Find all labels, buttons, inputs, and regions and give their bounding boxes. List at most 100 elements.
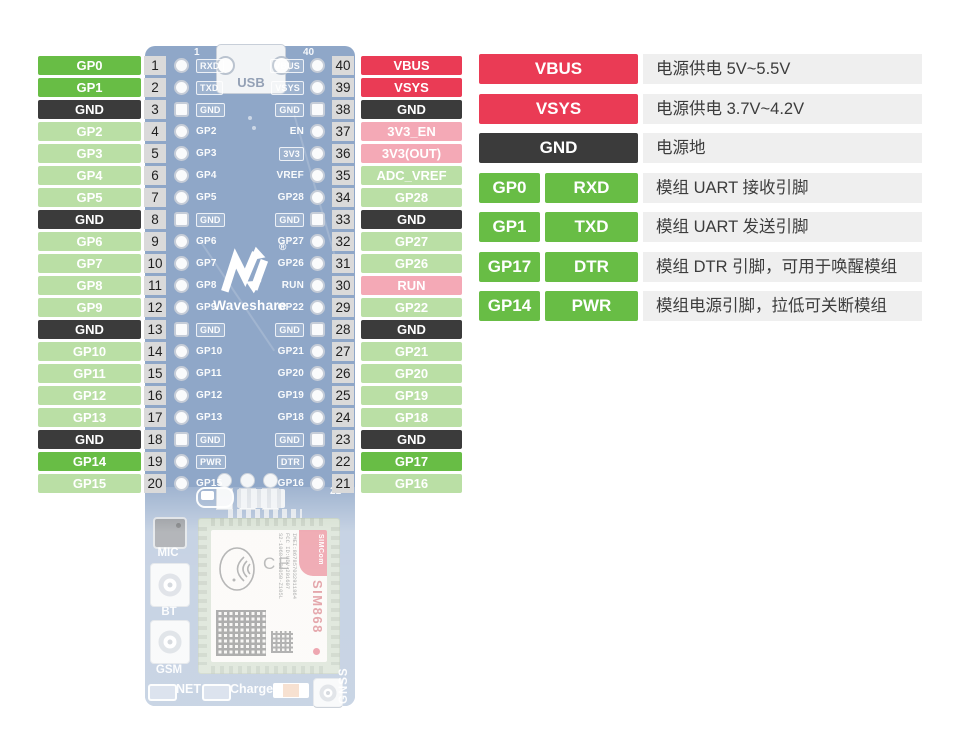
pin-label-left: GP0 xyxy=(38,56,141,75)
module-name: SIM868 xyxy=(310,580,325,634)
pin-number-left: 4 xyxy=(144,122,166,141)
pin-pad-left xyxy=(174,256,189,271)
pin-label-left: GP15 xyxy=(38,474,141,493)
silk-text: VREF xyxy=(276,170,304,181)
pin-pad-left xyxy=(174,58,189,73)
pin-number-left: 1 xyxy=(144,56,166,75)
pin-pad-right xyxy=(310,212,325,227)
mic-label: MIC xyxy=(157,547,179,559)
bt-antenna-connector xyxy=(150,563,190,607)
debug-pad-hole xyxy=(263,473,278,488)
pin-label-left: GP8 xyxy=(38,276,141,295)
silk-text: GP20 xyxy=(277,368,304,379)
pin-silk-right: GP16 xyxy=(278,474,304,493)
pin1-dot xyxy=(313,648,320,655)
charge-led xyxy=(202,684,231,701)
pin-pad-right xyxy=(310,234,325,249)
silk-text: GP2 xyxy=(196,126,217,137)
silk-text: GP4 xyxy=(196,170,217,181)
pin-number-right: 23 xyxy=(332,430,354,449)
pin40-marker: 40 xyxy=(303,47,315,58)
silk-text: EN xyxy=(289,126,304,137)
pin-number-left: 9 xyxy=(144,232,166,251)
pin-label-right: GND xyxy=(361,210,462,229)
pin-number-left: 8 xyxy=(144,210,166,229)
pin-pad-right xyxy=(310,476,325,491)
pin-pad-right xyxy=(310,190,325,205)
pin-silk-right: GP27 xyxy=(278,232,304,251)
pin-number-right: 38 xyxy=(332,100,354,119)
pin-silk-left: PWR xyxy=(196,452,226,471)
pin-pad-left xyxy=(174,410,189,425)
pin-label-right: GP28 xyxy=(361,188,462,207)
pin-pad-left xyxy=(174,476,189,491)
pin-silk-right: GP22 xyxy=(278,298,304,317)
pin-number-right: 22 xyxy=(332,452,354,471)
pin-pad-right xyxy=(310,454,325,469)
silk-text: GP21 xyxy=(277,346,304,357)
pin-label-left: GP6 xyxy=(38,232,141,251)
waveshare-logo-icon xyxy=(221,246,269,294)
pin-pad-left xyxy=(174,300,189,315)
pin-number-left: 6 xyxy=(144,166,166,185)
pin-number-left: 2 xyxy=(144,78,166,97)
pin-silk-left: GP8 xyxy=(196,276,217,295)
silk-text: GND xyxy=(275,102,304,117)
pin-number-right: 40 xyxy=(332,56,354,75)
silk-text: GP16 xyxy=(277,478,304,489)
pin-label-left: GND xyxy=(38,100,141,119)
pin-silk-right: GP26 xyxy=(278,254,304,273)
silk-text: 3V3 xyxy=(279,146,304,161)
pin-silk-right: GND xyxy=(275,100,304,119)
silk-text: GP3 xyxy=(196,148,217,159)
legend-pin-cell: VBUS xyxy=(479,54,638,84)
pin-pad-left xyxy=(174,234,189,249)
legend-pin-cell: GP17 xyxy=(479,251,540,282)
gsm-label: GSM xyxy=(155,664,183,676)
pin-number-left: 17 xyxy=(144,408,166,427)
silk-text: GP7 xyxy=(196,258,217,269)
pin-silk-left: GP2 xyxy=(196,122,217,141)
pin-number-right: 35 xyxy=(332,166,354,185)
pin-pad-right xyxy=(310,388,325,403)
pin-number-left: 13 xyxy=(144,320,166,339)
pin-label-right: GP16 xyxy=(361,474,462,493)
pin-pad-right xyxy=(310,80,325,95)
pin-silk-right: GP19 xyxy=(278,386,304,405)
pin-pad-left xyxy=(174,102,189,117)
pin-silk-left: GND xyxy=(196,100,225,119)
legend-description: 电源供电 3.7V~4.2V xyxy=(643,93,922,124)
pin-pad-left xyxy=(174,322,189,337)
pin-silk-right: GP28 xyxy=(278,188,304,207)
pin-number-right: 32 xyxy=(332,232,354,251)
pin-label-left: GP14 xyxy=(38,452,141,471)
legend-description: 电源地 xyxy=(643,133,922,163)
pin-silk-right: EN xyxy=(290,122,304,141)
bt-label: BT xyxy=(161,606,177,618)
usb-label: USB xyxy=(237,75,265,90)
pin1-marker: 1 xyxy=(194,47,200,58)
legend-pin-cell: GP0 xyxy=(479,172,540,203)
pin-number-right: 24 xyxy=(332,408,354,427)
pin-silk-left: GP9 xyxy=(196,298,217,317)
pin-silk-right: 3V3 xyxy=(279,144,304,163)
silk-text: TXD xyxy=(196,80,223,95)
pin-pad-right xyxy=(310,168,325,183)
pin-silk-right: GP18 xyxy=(278,408,304,427)
pin-number-left: 12 xyxy=(144,298,166,317)
legend-description: 模组电源引脚，拉低可关断模组 xyxy=(643,291,922,321)
pin-silk-right: GP20 xyxy=(278,364,304,383)
legend-func-cell: PWR xyxy=(545,291,638,321)
silk-text: VBUS xyxy=(270,58,304,73)
silk-text: GP28 xyxy=(277,192,304,203)
gnss-label: GNSS xyxy=(338,667,350,704)
silk-text: GP19 xyxy=(277,390,304,401)
pin-pad-right xyxy=(310,300,325,315)
pin-label-left: GP10 xyxy=(38,342,141,361)
silk-text: GP18 xyxy=(277,412,304,423)
simcom-text: SIMCom xyxy=(317,534,324,565)
silk-text: GND xyxy=(196,212,225,227)
